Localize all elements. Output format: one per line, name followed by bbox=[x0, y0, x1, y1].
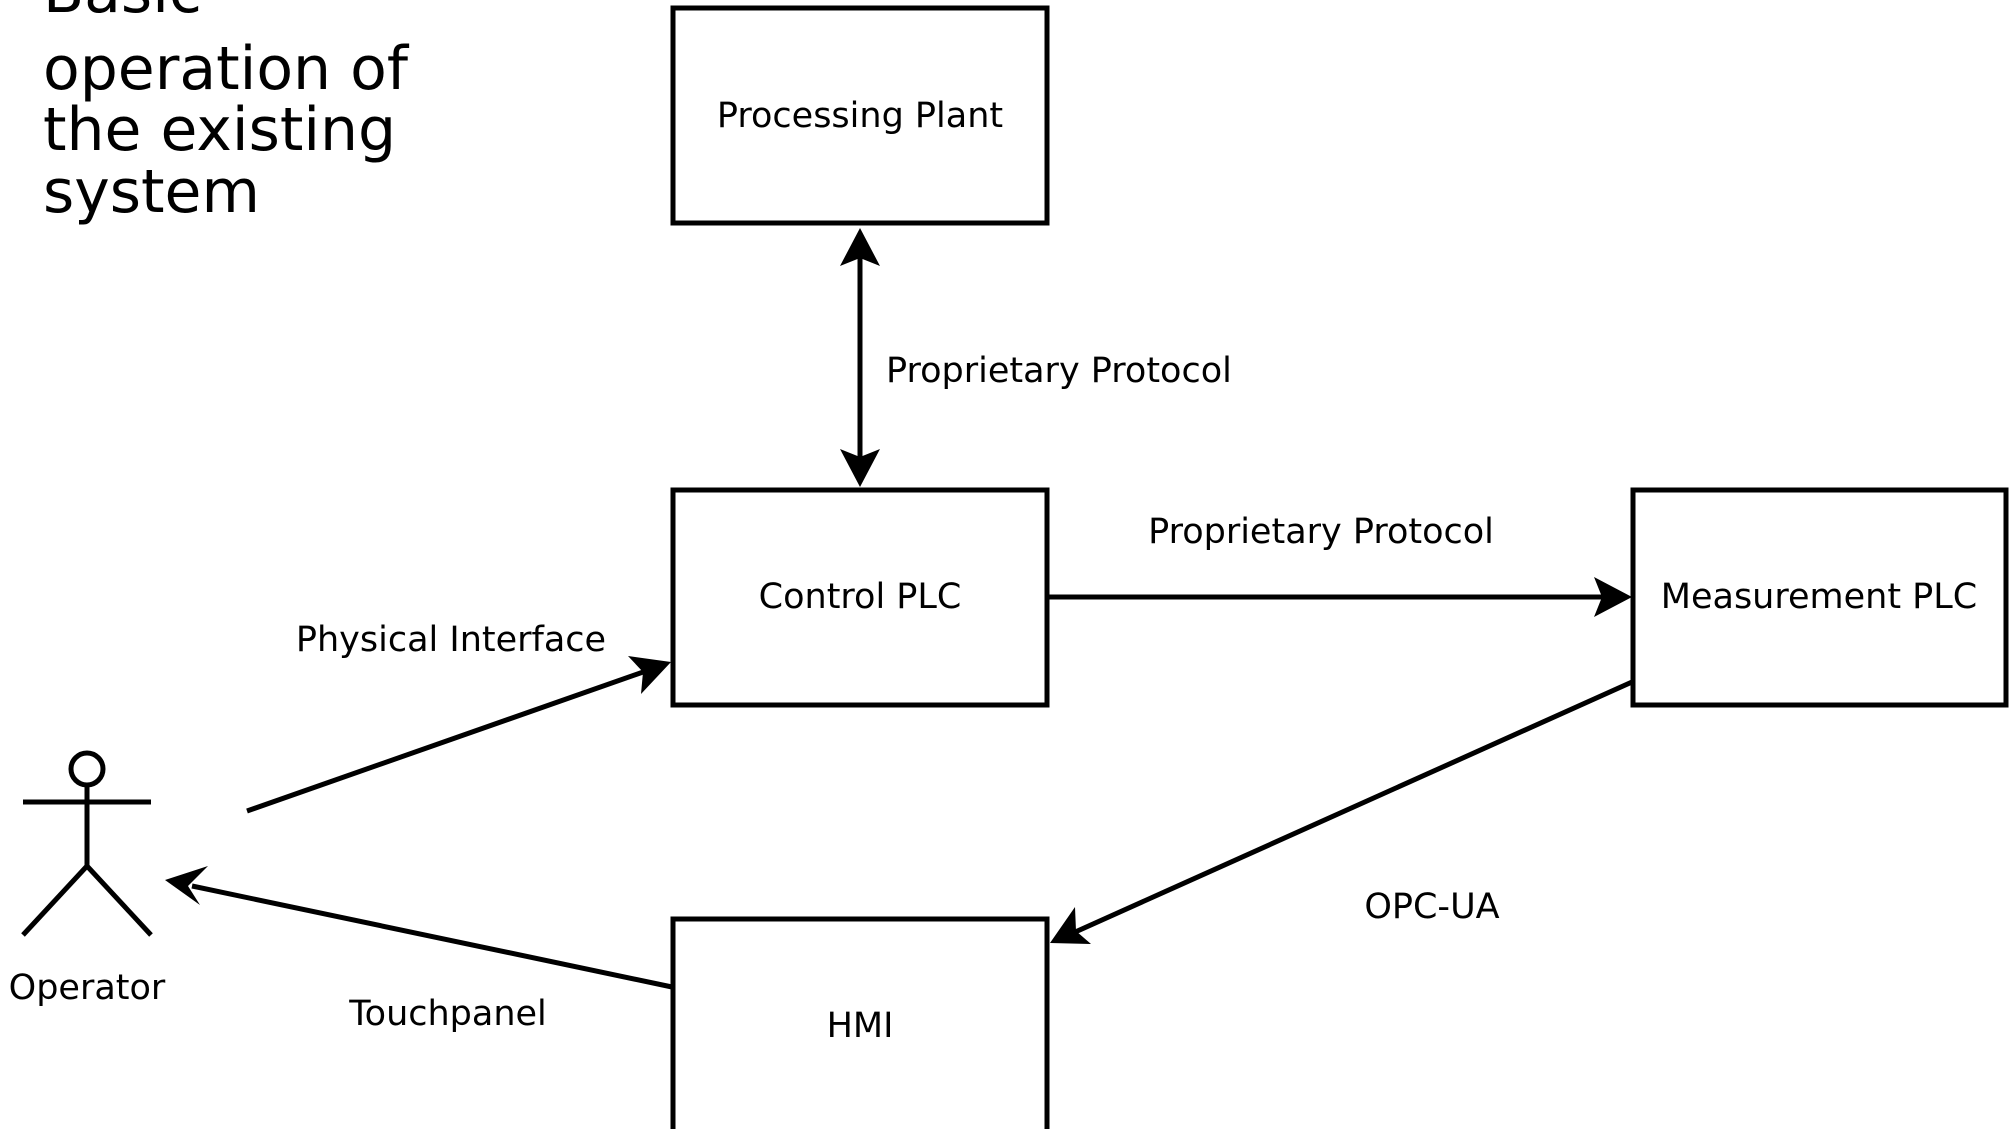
edge-plant-control-arrowhead-down bbox=[840, 449, 880, 487]
actor-operator: Operator bbox=[9, 750, 166, 1008]
diagram-title: Basic operation of the existing system bbox=[43, 0, 427, 227]
edge-control-measurement-arrowhead bbox=[1594, 577, 1632, 617]
edge-label-hmi-operator: Touchpanel bbox=[348, 994, 547, 1034]
edge-hmi-operator-arrowhead bbox=[165, 866, 208, 905]
edge-plant-control-arrowhead-up bbox=[840, 228, 880, 266]
node-hmi-label: HMI bbox=[827, 1006, 894, 1046]
diagram-title-line-1: Basic bbox=[43, 0, 202, 27]
diagram-title-line-2: operation of bbox=[43, 34, 410, 104]
edge-label-operator-control: Physical Interface bbox=[296, 620, 606, 660]
node-measurement-plc-box bbox=[1630, 487, 2009, 708]
edge-hmi-operator-line bbox=[191, 883, 673, 990]
node-processing-plant-label: Processing Plant bbox=[717, 96, 1003, 136]
node-measurement-plc: Measurement PLC bbox=[1630, 487, 2009, 708]
node-control-plc-label: Control PLC bbox=[759, 577, 962, 617]
node-hmi: HMI bbox=[670, 916, 1050, 1129]
actor-head bbox=[68, 750, 106, 788]
node-control-plc: Control PLC bbox=[670, 487, 1050, 708]
actor-label: Operator bbox=[9, 968, 166, 1008]
node-processing-plant: Processing Plant bbox=[670, 5, 1050, 226]
edges bbox=[165, 228, 1634, 990]
edge-label-control-measurement: Proprietary Protocol bbox=[1148, 512, 1494, 552]
edge-measurement-hmi-arrowhead bbox=[1050, 907, 1091, 944]
node-measurement-plc-label: Measurement PLC bbox=[1661, 577, 1977, 617]
edge-label-plant-control: Proprietary Protocol bbox=[886, 351, 1232, 391]
node-processing-plant-box bbox=[670, 5, 1050, 226]
actor-left-leg bbox=[21, 864, 89, 937]
edge-operator-control-line bbox=[246, 668, 647, 814]
diagram-title-line-3: the existing bbox=[43, 95, 396, 165]
edge-measurement-hmi-line bbox=[1071, 679, 1634, 936]
edge-label-measurement-hmi: OPC-UA bbox=[1364, 887, 1499, 927]
actor-right-leg bbox=[85, 864, 153, 937]
diagram-title-line-4: system bbox=[43, 157, 260, 227]
node-hmi-box bbox=[670, 916, 1050, 1129]
node-control-plc-box bbox=[670, 487, 1050, 708]
edge-operator-control-arrowhead bbox=[628, 656, 671, 694]
